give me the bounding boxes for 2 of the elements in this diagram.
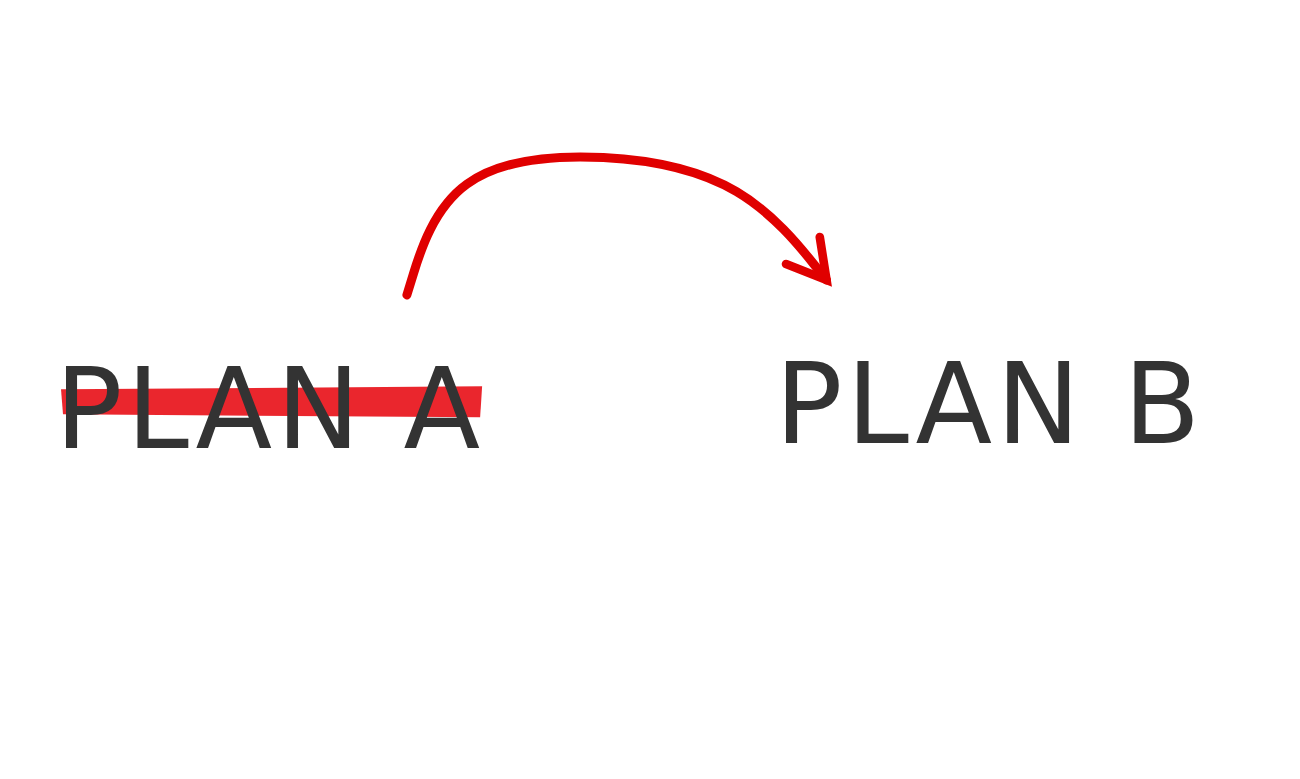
curved-arrow [402, 152, 831, 300]
handwritten-label: PLAN B [775, 348, 1205, 460]
